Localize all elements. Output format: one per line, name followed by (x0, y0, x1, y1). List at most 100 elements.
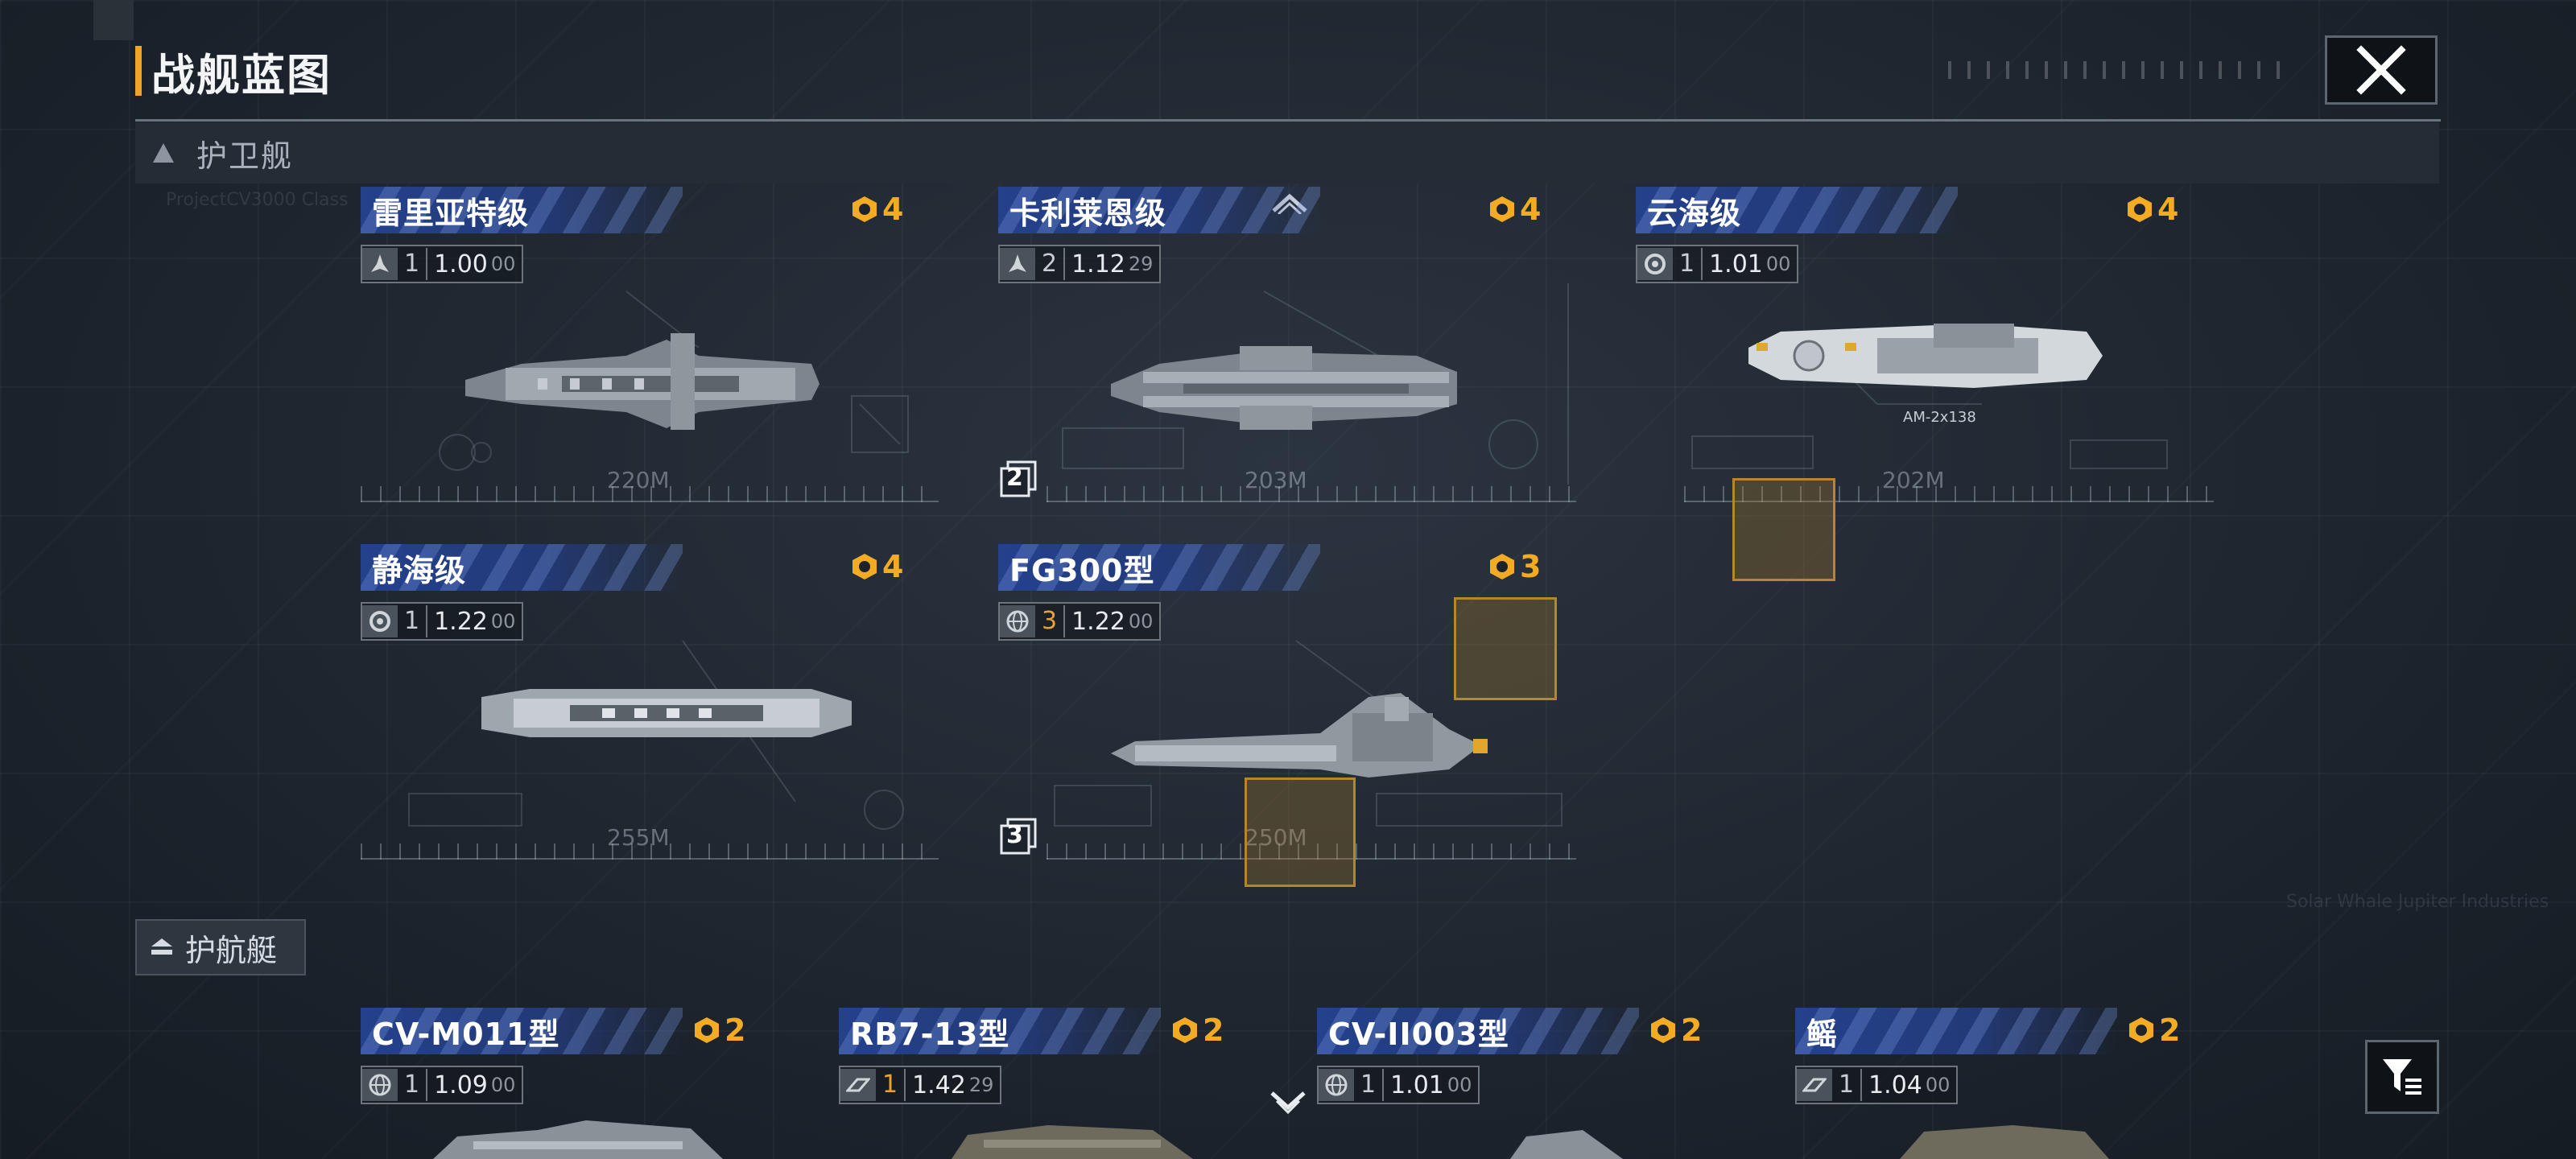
section-header-escort[interactable]: 护航艇 (135, 919, 306, 975)
globe-icon (1000, 605, 1035, 637)
ship-blueprint (1062, 283, 1569, 485)
ship-blueprint (439, 291, 909, 471)
filter-button[interactable] (2365, 1040, 2439, 1114)
ship-card[interactable]: CV-M011型 2 1 1.09 00 (361, 1008, 763, 1159)
cost-icon (1490, 554, 1514, 580)
highlight-box (1454, 597, 1557, 700)
ship-value: 1.01 (1709, 250, 1763, 278)
ship-count: 1 (1832, 1069, 1863, 1101)
cost-badge: 2 (1170, 1013, 1224, 1048)
ship-card[interactable]: RB7-13型 2 1 1.42 29 (839, 1008, 1241, 1159)
ship-blueprint (1691, 324, 2168, 469)
ship-length: 202M (1882, 467, 1945, 493)
ship-blueprint (952, 1125, 1193, 1159)
ship-stats: 1 1.01 00 (1317, 1066, 1480, 1104)
ship-length: 255M (607, 824, 670, 851)
slots-badge (1000, 818, 1037, 855)
ship-value: 1.22 (1071, 607, 1125, 636)
ship-name: FG300型 (1009, 552, 1155, 588)
ship-count: 1 (876, 1069, 906, 1101)
slots-count: 2 (1006, 464, 1023, 492)
ship-card[interactable]: 卡利莱恩级 4 2 1.12 29 2 203M (998, 187, 1579, 525)
cost-icon (852, 554, 877, 580)
ship-count: 1 (398, 1069, 428, 1101)
ship-stats: 1 1.22 00 (361, 602, 524, 641)
ship-count: 1 (1354, 1069, 1385, 1101)
watermark: ProjectCV3000 Class (166, 190, 349, 210)
ship-card[interactable]: 鳐 2 1 1.04 00 (1795, 1008, 2198, 1159)
globe-icon (362, 1069, 398, 1101)
ship-stats: 1 1.01 00 (1636, 245, 1799, 283)
collapse-arrow-icon (153, 143, 174, 163)
ship-name: 静海级 (372, 552, 467, 588)
ship-name-bar: RB7-13型 (839, 1008, 1161, 1054)
cost-badge: 2 (692, 1013, 745, 1048)
ship-stats: 1 1.42 29 (839, 1066, 1002, 1104)
fighter-icon (1000, 248, 1035, 280)
ship-card[interactable]: FG300型 3 3 1.22 00 3 250M (998, 544, 1579, 882)
ship-subvalue: 29 (1128, 253, 1154, 275)
ship-blueprint (1510, 1130, 1623, 1159)
ship-subvalue: 00 (1128, 610, 1154, 633)
ship-stats: 3 1.22 00 (998, 602, 1162, 641)
rocket-icon (1797, 1069, 1832, 1101)
page-title: 战舰蓝图 (151, 49, 332, 101)
ship-length: 203M (1245, 467, 1307, 493)
ship-subvalue: 00 (490, 1074, 516, 1096)
cost-badge: 4 (850, 549, 903, 584)
cost-badge: 3 (1488, 549, 1541, 584)
ship-value: 1.00 (434, 250, 488, 278)
cost-icon (2128, 196, 2152, 222)
ship-subvalue: 29 (968, 1074, 994, 1096)
ship-name: 鳐 (1806, 1016, 1839, 1052)
length-ruler (1046, 843, 1576, 860)
ship-name-bar: 云海级 (1636, 187, 1958, 233)
fighter-icon (362, 248, 398, 280)
cost-icon (695, 1017, 719, 1043)
cost-icon (1173, 1017, 1197, 1043)
watermark: Solar Whale Jupiter Industries (2286, 892, 2549, 912)
ship-name-bar: CV-M011型 (361, 1008, 683, 1054)
filter-icon (2383, 1059, 2421, 1095)
ship-count: 1 (1673, 248, 1703, 280)
cost-icon (1490, 196, 1514, 222)
section-header-frigate[interactable]: 护卫舰 (135, 122, 2439, 184)
length-ruler (1046, 486, 1576, 502)
ship-name: 卡利莱恩级 (1009, 195, 1167, 231)
cost-value: 4 (1520, 192, 1542, 227)
ship-subvalue: 00 (1765, 253, 1791, 275)
rocket-icon (840, 1069, 876, 1101)
cost-badge: 2 (2127, 1013, 2180, 1048)
ship-card[interactable]: 静海级 4 1 1.22 00 255M (361, 544, 942, 882)
ship-name: 雷里亚特级 (372, 195, 530, 231)
ship-card[interactable]: 云海级 4 1 1.01 00 AM-2x138 202M (1636, 187, 2217, 525)
ship-card[interactable]: 雷里亚特级 4 1 1.00 00 220M (361, 187, 942, 525)
cost-icon (2129, 1017, 2153, 1043)
cost-value: 4 (2157, 192, 2179, 227)
cost-icon (852, 196, 877, 222)
cost-badge: 4 (2125, 192, 2178, 227)
title-accent (135, 46, 142, 96)
cost-value: 2 (1681, 1013, 1703, 1048)
chevron-down-icon[interactable] (1269, 1090, 1307, 1119)
ship-stats: 1 1.00 00 (361, 245, 524, 283)
corner-marker (93, 0, 134, 40)
ship-card[interactable]: CV-II003型 2 1 1.01 00 (1317, 1008, 1719, 1159)
cost-badge: 4 (1488, 192, 1541, 227)
ship-subvalue: 00 (1447, 1074, 1472, 1096)
ship-subvalue: 00 (490, 253, 516, 275)
decorative-ticks (1948, 61, 2286, 79)
cost-value: 3 (1520, 549, 1542, 584)
slots-badge (1000, 460, 1037, 497)
ship-subvalue: 00 (1925, 1074, 1951, 1096)
ship-value: 1.04 (1868, 1070, 1922, 1099)
cost-value: 4 (882, 192, 904, 227)
ship-stats: 1 1.04 00 (1795, 1066, 1959, 1104)
cost-icon (1651, 1017, 1675, 1043)
cost-badge: 2 (1649, 1013, 1702, 1048)
close-button[interactable] (2325, 35, 2438, 105)
ship-value: 1.01 (1390, 1070, 1444, 1099)
weapon-label: AM-2x138 (1903, 409, 1976, 426)
section-label: 护航艇 (185, 932, 278, 968)
ship-name-bar: 卡利莱恩级 (998, 187, 1320, 233)
